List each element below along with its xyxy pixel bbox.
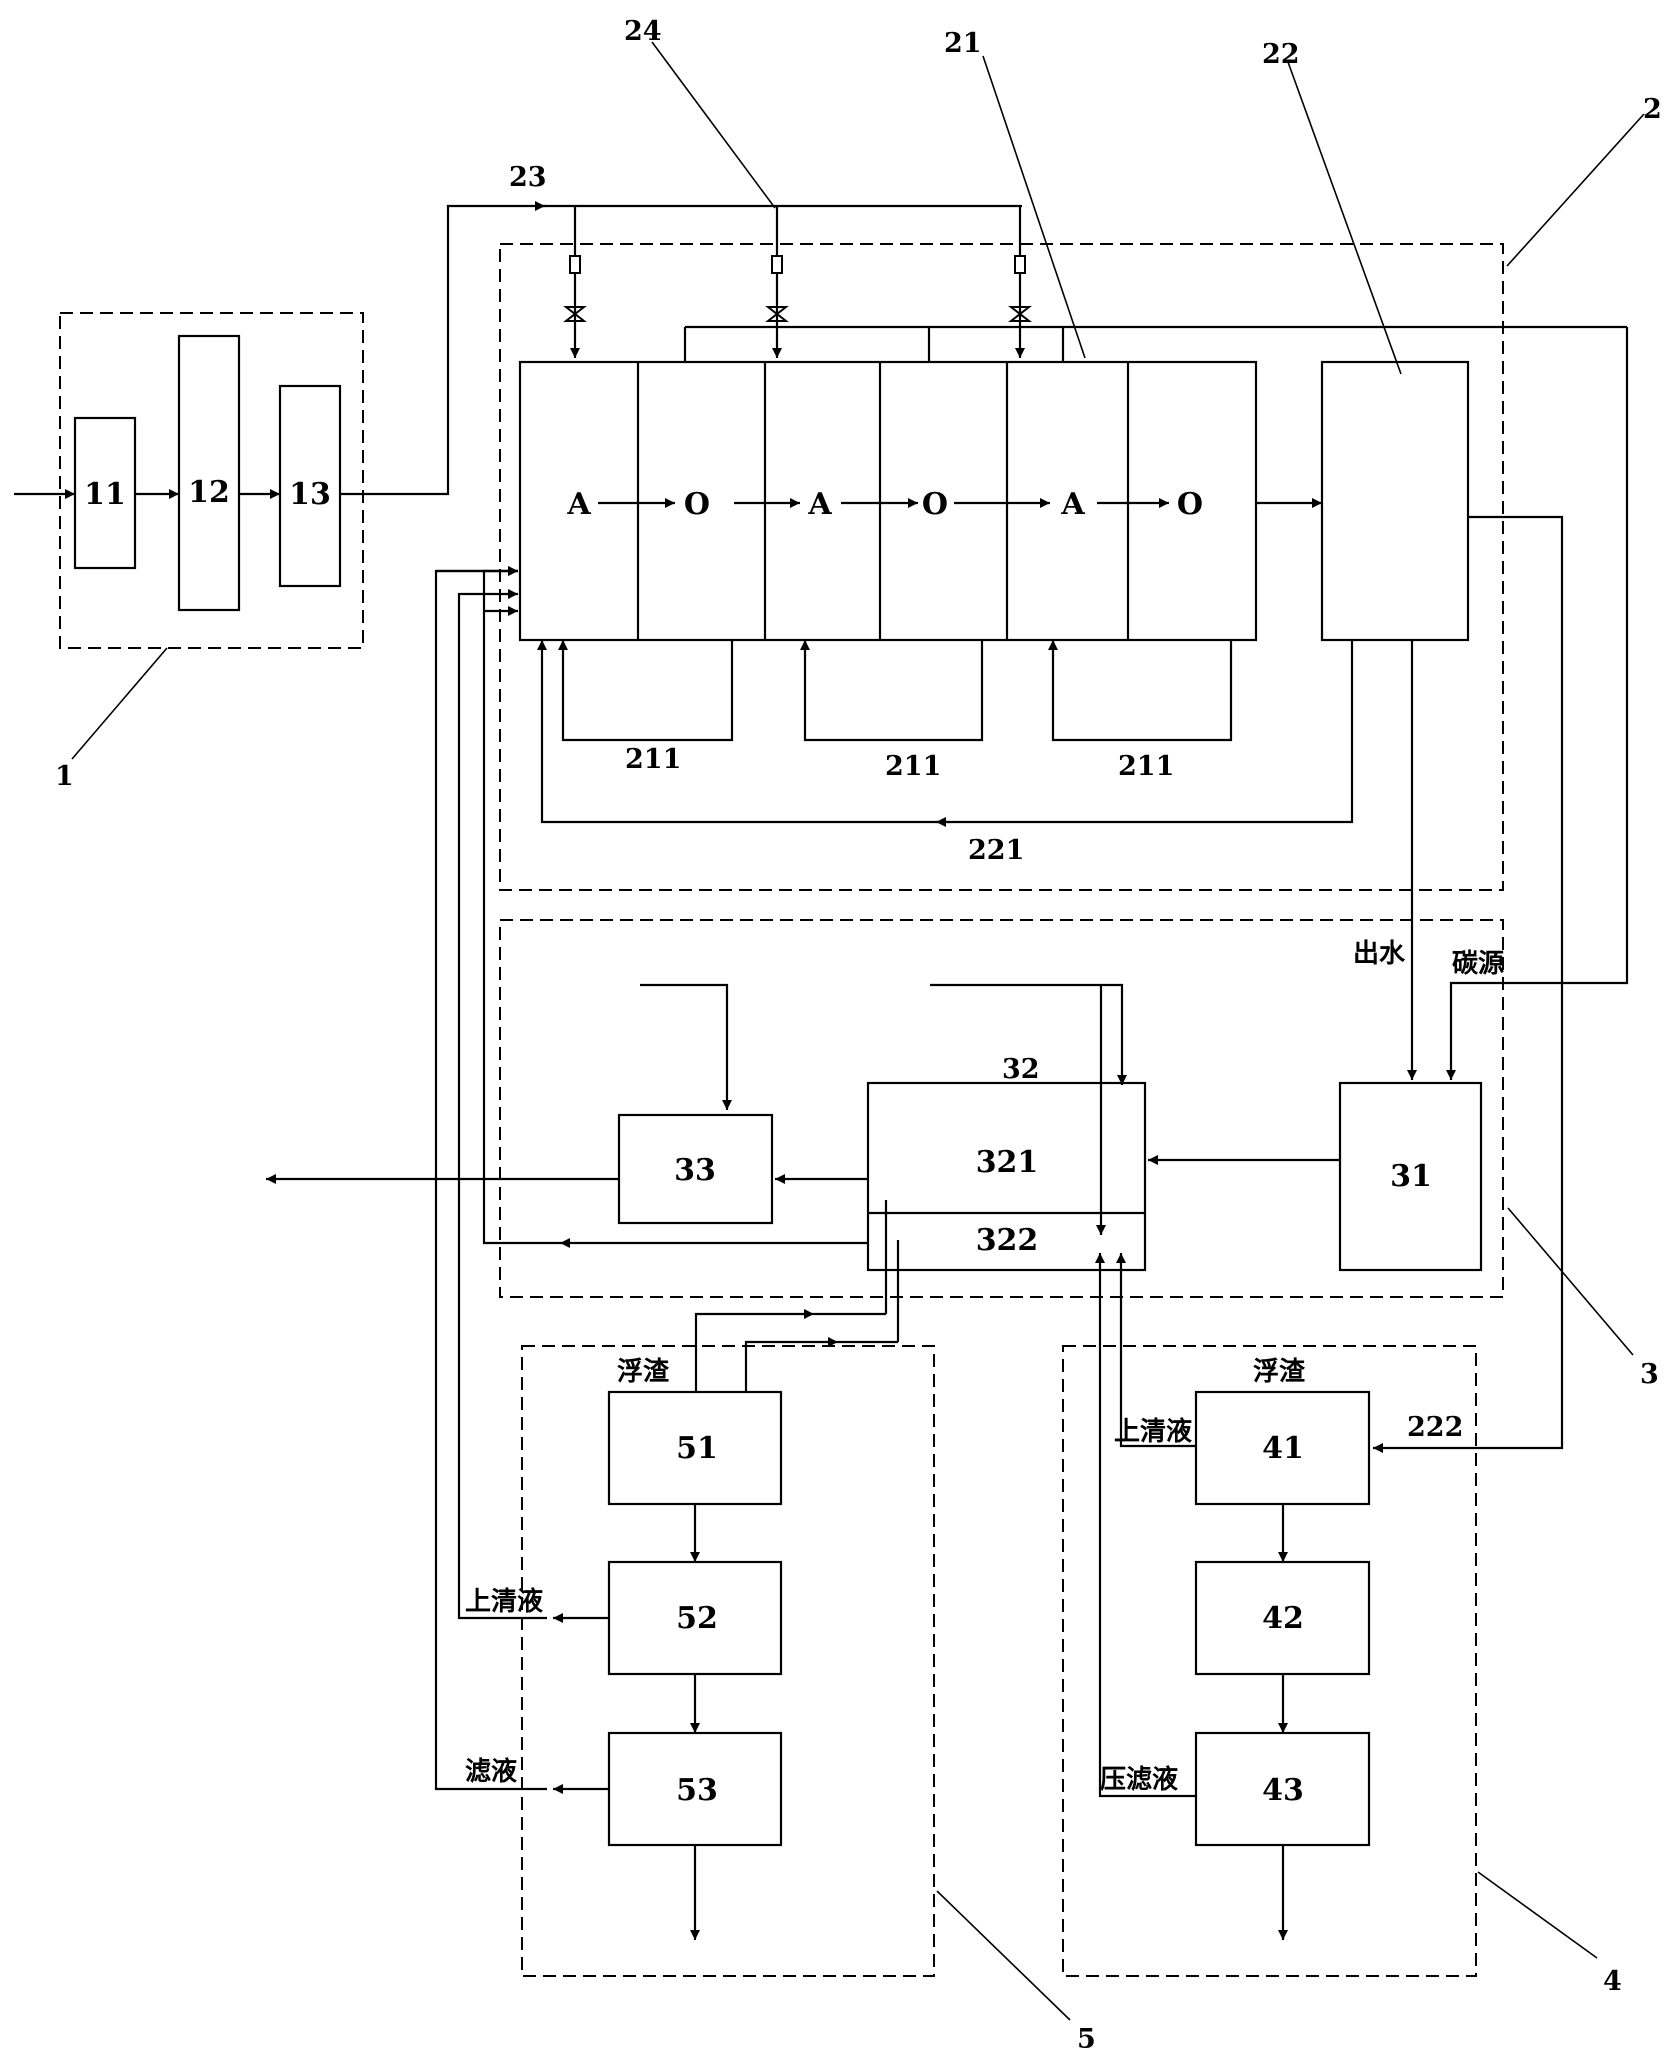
reactor-cell-5: A	[1060, 487, 1085, 522]
unit-32-box	[866, 1081, 1147, 1272]
leader-1	[71, 647, 168, 760]
unit-31-box	[1338, 1081, 1483, 1272]
label-press-filtrate: 压滤液	[1100, 1765, 1178, 1795]
internal-recycle-211-a	[558, 640, 734, 742]
label-supernatant-4: 上清液	[1114, 1417, 1192, 1447]
leader-2	[1506, 113, 1645, 267]
unit-33-label: 33	[674, 1153, 716, 1188]
excess-sludge-222-line	[1373, 515, 1564, 1453]
label-scum-5: 浮渣	[617, 1357, 670, 1387]
group-4-boundary	[1062, 1345, 1477, 1977]
unit-322-label: 322	[976, 1223, 1039, 1258]
leader-5	[936, 1890, 1071, 2021]
internal-recycle-211-c	[1048, 640, 1233, 742]
callout-23: 23	[509, 162, 547, 193]
reactor-cell-1: A	[566, 487, 591, 522]
valve-2[interactable]	[765, 255, 789, 322]
supernatant-4-return	[1116, 1253, 1196, 1448]
callout-4: 4	[1603, 1966, 1622, 1997]
unit-53-label: 53	[676, 1773, 718, 1808]
unit-33-box	[617, 1113, 774, 1225]
leader-21	[982, 55, 1086, 359]
unit-42-label: 42	[1262, 1601, 1304, 1636]
leader-24	[651, 41, 776, 209]
reactor-cell-2: O	[684, 487, 710, 522]
label-scum-4: 浮渣	[1253, 1357, 1306, 1387]
unit-31-label: 31	[1390, 1159, 1432, 1194]
label-222: 222	[1407, 1412, 1463, 1443]
scum-line-b	[744, 1337, 838, 1392]
label-221: 221	[968, 835, 1024, 866]
unit-41-label: 41	[1262, 1431, 1304, 1466]
unit-12-label: 12	[188, 475, 230, 510]
leader-4	[1477, 1871, 1598, 1959]
unit-51-label: 51	[676, 1431, 718, 1466]
valve-1[interactable]	[563, 255, 587, 322]
unit-13-box	[278, 384, 342, 588]
group-3-boundary	[499, 919, 1504, 1298]
callout-21: 21	[944, 28, 982, 59]
reactor-21-box	[518, 360, 1258, 642]
callout-22: 22	[1262, 39, 1300, 70]
valve-3[interactable]	[1008, 255, 1032, 322]
label-supernatant-5: 上清液	[465, 1587, 543, 1617]
unit-12-box	[177, 334, 241, 612]
flow-13-to-header	[340, 201, 545, 496]
label-211-b: 211	[885, 751, 941, 782]
unit-11-label: 11	[84, 477, 126, 512]
unit-13-label: 13	[289, 477, 331, 512]
scum-line-a	[694, 1309, 814, 1392]
leader-3	[1507, 1207, 1634, 1356]
label-effluent: 出水	[1353, 939, 1406, 969]
group-2-boundary	[499, 243, 1504, 891]
carbon-source-supply-line	[1446, 327, 1629, 1080]
reactor-cell-6: O	[1177, 487, 1203, 522]
callout-1: 1	[55, 761, 74, 792]
reagent-line-32	[930, 983, 1127, 1085]
label-filtrate: 滤液	[465, 1757, 517, 1787]
reactor-cell-4: O	[922, 487, 948, 522]
press-filtrate-return	[1095, 1253, 1196, 1798]
label-211-c: 211	[1118, 751, 1174, 782]
label-211-a: 211	[625, 744, 681, 775]
return-line-b	[457, 589, 547, 1620]
callout-24: 24	[624, 16, 662, 47]
callout-5: 5	[1077, 2024, 1096, 2055]
callout-2: 2	[1643, 94, 1662, 125]
group-1-boundary	[59, 312, 364, 649]
internal-recycle-211-b	[800, 640, 984, 742]
unit-321-label: 321	[976, 1145, 1039, 1180]
clarifier-22-box	[1320, 360, 1470, 642]
reagent-line-33	[640, 983, 732, 1110]
callout-3: 3	[1640, 1359, 1659, 1390]
leader-22	[1287, 61, 1402, 375]
unit-52-label: 52	[676, 1601, 718, 1636]
unit-43-label: 43	[1262, 1773, 1304, 1808]
reactor-cell-3: A	[807, 487, 832, 522]
group-5-boundary	[521, 1345, 935, 1977]
label-32: 32	[1002, 1054, 1040, 1085]
label-carbon-source: 碳源	[1452, 949, 1504, 979]
return-line-a	[482, 566, 560, 1245]
